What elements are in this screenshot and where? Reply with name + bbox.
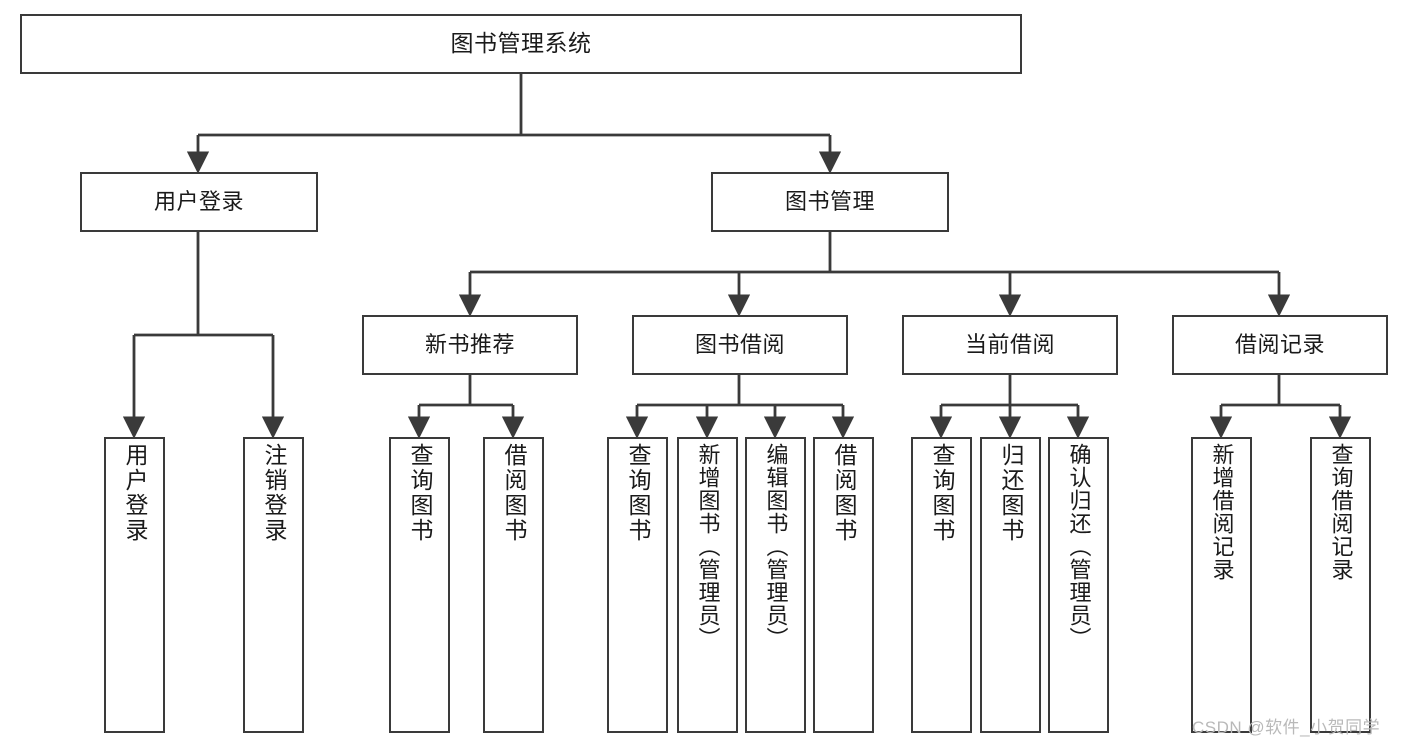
- leaf-add-record-label: 新增借阅记录: [1209, 443, 1235, 581]
- leaf-return-book[interactable]: 归还图书: [980, 437, 1041, 733]
- leaf-add-book-label: 新增图书（管理员）: [695, 443, 721, 650]
- node-user-login[interactable]: 用户登录: [80, 172, 318, 232]
- node-book-management[interactable]: 图书管理: [711, 172, 949, 232]
- leaf-add-record[interactable]: 新增借阅记录: [1191, 437, 1252, 733]
- leaf-edit-book-label: 编辑图书（管理员）: [763, 443, 789, 650]
- node-new-book-recommend[interactable]: 新书推荐: [362, 315, 578, 375]
- leaf-query-book-2-label: 查询图书: [625, 443, 651, 543]
- leaf-query-book-3[interactable]: 查询图书: [911, 437, 972, 733]
- node-new-book-recommend-label: 新书推荐: [424, 332, 515, 358]
- node-current-borrow-label: 当前借阅: [964, 332, 1055, 358]
- leaf-query-record-label: 查询借阅记录: [1328, 443, 1354, 581]
- node-root-label: 图书管理系统: [450, 30, 592, 57]
- leaf-query-book-2[interactable]: 查询图书: [607, 437, 668, 733]
- leaf-borrow-book-1[interactable]: 借阅图书: [483, 437, 544, 733]
- watermark-text: CSDN @软件_小贺同学: [1192, 718, 1381, 737]
- node-current-borrow[interactable]: 当前借阅: [902, 315, 1118, 375]
- leaf-query-record[interactable]: 查询借阅记录: [1310, 437, 1371, 733]
- leaf-confirm-return[interactable]: 确认归还（管理员）: [1048, 437, 1109, 733]
- leaf-borrow-book-2-label: 借阅图书: [831, 443, 857, 543]
- leaf-add-book[interactable]: 新增图书（管理员）: [677, 437, 738, 733]
- leaf-return-book-label: 归还图书: [998, 443, 1024, 543]
- leaf-logout-login-label: 注销登录: [261, 443, 287, 543]
- leaf-edit-book[interactable]: 编辑图书（管理员）: [745, 437, 806, 733]
- leaf-user-login[interactable]: 用户登录: [104, 437, 165, 733]
- node-borrow-record[interactable]: 借阅记录: [1172, 315, 1388, 375]
- node-book-borrow[interactable]: 图书借阅: [632, 315, 848, 375]
- node-book-borrow-label: 图书借阅: [694, 332, 785, 358]
- leaf-user-login-label: 用户登录: [122, 443, 148, 543]
- leaf-query-book-1-label: 查询图书: [407, 443, 433, 543]
- leaf-confirm-return-label: 确认归还（管理员）: [1066, 443, 1092, 650]
- node-root[interactable]: 图书管理系统: [20, 14, 1022, 74]
- node-user-login-label: 用户登录: [153, 189, 244, 215]
- leaf-query-book-3-label: 查询图书: [929, 443, 955, 543]
- node-book-management-label: 图书管理: [784, 189, 875, 215]
- leaf-borrow-book-1-label: 借阅图书: [501, 443, 527, 543]
- node-borrow-record-label: 借阅记录: [1234, 332, 1325, 358]
- leaf-borrow-book-2[interactable]: 借阅图书: [813, 437, 874, 733]
- leaf-query-book-1[interactable]: 查询图书: [389, 437, 450, 733]
- leaf-logout-login[interactable]: 注销登录: [243, 437, 304, 733]
